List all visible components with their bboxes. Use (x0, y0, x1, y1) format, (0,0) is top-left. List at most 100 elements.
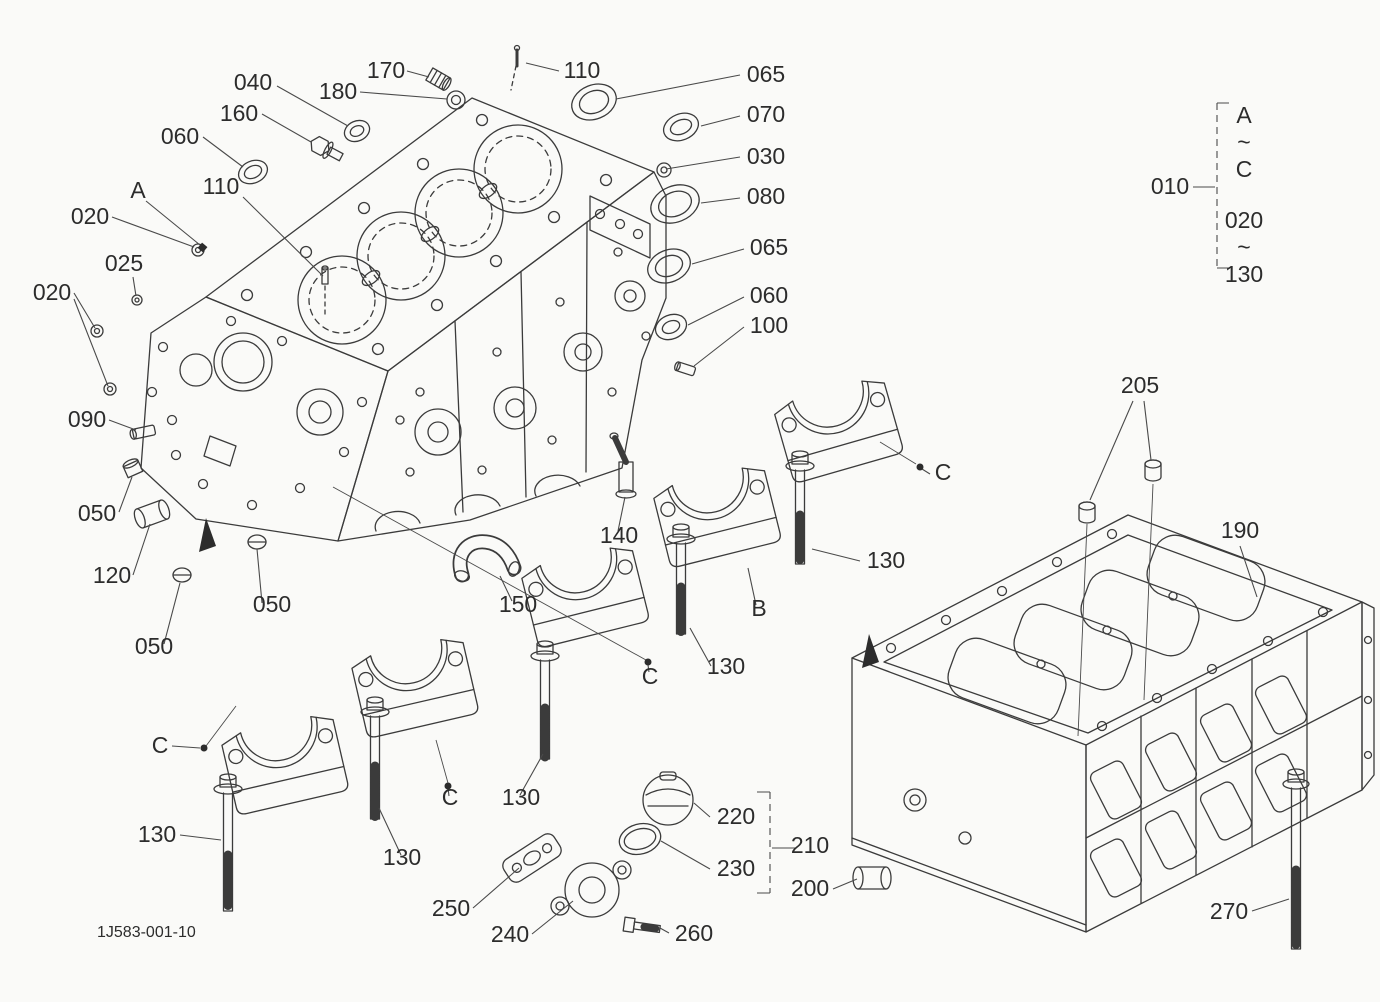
bearing-cap-bolt-130-4 (666, 523, 696, 637)
bracket-210 (757, 791, 796, 894)
ring-060-b (654, 313, 688, 341)
pin-100 (674, 361, 697, 377)
ref-label-a: A (130, 177, 146, 203)
gasket-250 (502, 833, 562, 883)
dowel-205-b (1144, 459, 1162, 482)
cup-plug-050-b (172, 567, 192, 583)
callout-230: 230 (717, 855, 755, 881)
lower-crankcase (851, 514, 1375, 933)
main-bearing-cap-4 (653, 467, 781, 568)
callout-270: 270 (1210, 898, 1248, 924)
callout-130-4: 130 (383, 844, 421, 870)
ref-dot-c-1 (916, 463, 924, 471)
cup-plug-050-a (122, 458, 144, 479)
cup-plug-050-c (247, 534, 267, 550)
pin-090 (129, 424, 157, 440)
callout-050-1: 050 (78, 500, 116, 526)
left-face-holes (146, 315, 368, 511)
bolt-260 (622, 916, 662, 934)
ref-dot-c-2 (644, 658, 652, 666)
callout-070: 070 (747, 101, 785, 127)
ref-label-b: B (751, 595, 766, 621)
callout-240: 240 (491, 921, 529, 947)
ref-label-c-1: C (935, 459, 952, 485)
callout-200: 200 (791, 875, 829, 901)
callout-050-2: 050 (253, 591, 291, 617)
dowel-205-a (1078, 501, 1096, 524)
drawing-number: 1J583-001-10 (97, 924, 196, 941)
oil-jet-140 (609, 432, 637, 499)
callout-130-1: 130 (867, 547, 905, 573)
callout-170: 170 (367, 57, 405, 83)
plug-030 (656, 162, 672, 178)
plug-020-b (90, 324, 104, 338)
callout-065-2: 065 (750, 234, 788, 260)
pipe-150 (452, 534, 522, 583)
bracket-010 (1193, 102, 1229, 269)
callout-205: 205 (1121, 372, 1159, 398)
head-bolt-holes (240, 113, 613, 356)
legend-range-top-start: A (1236, 102, 1252, 128)
plug-170 (425, 67, 452, 91)
cap-040 (343, 119, 371, 143)
callout-210: 210 (791, 832, 829, 858)
ref-label-c-2: C (642, 663, 659, 689)
cap-065-a (571, 83, 617, 121)
bearing-cap-bolt-130-1 (213, 773, 243, 914)
callout-260: 260 (675, 920, 713, 946)
cap-070 (662, 112, 700, 142)
callout-110-2: 110 (203, 173, 240, 199)
o-ring-230 (618, 822, 662, 856)
bearing-cap-bolt-130-2 (360, 696, 390, 822)
stud-270 (1282, 768, 1310, 952)
cap-065-b (647, 248, 691, 284)
callout-080: 080 (747, 183, 785, 209)
callout-150: 150 (499, 591, 537, 617)
callout-130-3: 130 (138, 821, 176, 847)
washer-180 (446, 90, 466, 110)
crankcase-top-holes (885, 528, 1329, 732)
callout-050-3: 050 (135, 633, 173, 659)
leader-lines (73, 62, 1290, 935)
callout-110-1: 110 (564, 57, 601, 83)
stud-110-top (510, 44, 521, 91)
ref-dot-c-3 (200, 744, 208, 752)
ref-square-a (197, 242, 208, 253)
bearing-cap-bolt-130-3 (530, 640, 560, 762)
callout-010: 010 (1151, 173, 1189, 199)
plug-020-c (103, 382, 117, 396)
plug-025 (131, 294, 143, 306)
bearing-cap-bolt-130-5 (785, 450, 815, 567)
callout-160: 160 (220, 100, 258, 126)
callout-020-2: 020 (33, 279, 71, 305)
cylinder-block (140, 97, 667, 542)
callout-025: 025 (105, 250, 143, 276)
bushing-200 (852, 866, 892, 890)
ref-label-c-3: C (152, 732, 169, 758)
coolant-passages (361, 182, 498, 287)
callout-090: 090 (68, 406, 106, 432)
front-face-holes (395, 247, 651, 477)
legend-range-bottom-tilde: ~ (1237, 234, 1250, 260)
callout-060-1: 060 (161, 123, 199, 149)
ref-dot-c-4 (444, 782, 452, 790)
callout-130-2: 130 (707, 653, 745, 679)
callout-065-1: 065 (747, 61, 785, 87)
legend-range-top-end: C (1236, 156, 1253, 182)
callout-040: 040 (234, 69, 272, 95)
callout-100: 100 (750, 312, 788, 338)
cylinder-bores (297, 124, 563, 345)
cap-220 (642, 771, 694, 826)
legend-range-bottom-start: 020 (1225, 207, 1263, 233)
callout-060-2: 060 (750, 282, 788, 308)
construction-lines (205, 441, 1154, 784)
callout-190: 190 (1221, 517, 1259, 543)
cap-060-a (237, 159, 269, 185)
callout-250: 250 (432, 895, 470, 921)
bushing-120 (133, 499, 171, 529)
stud-110-block (321, 265, 329, 319)
main-bearing-cap-1 (221, 715, 349, 815)
callout-180: 180 (319, 78, 357, 104)
